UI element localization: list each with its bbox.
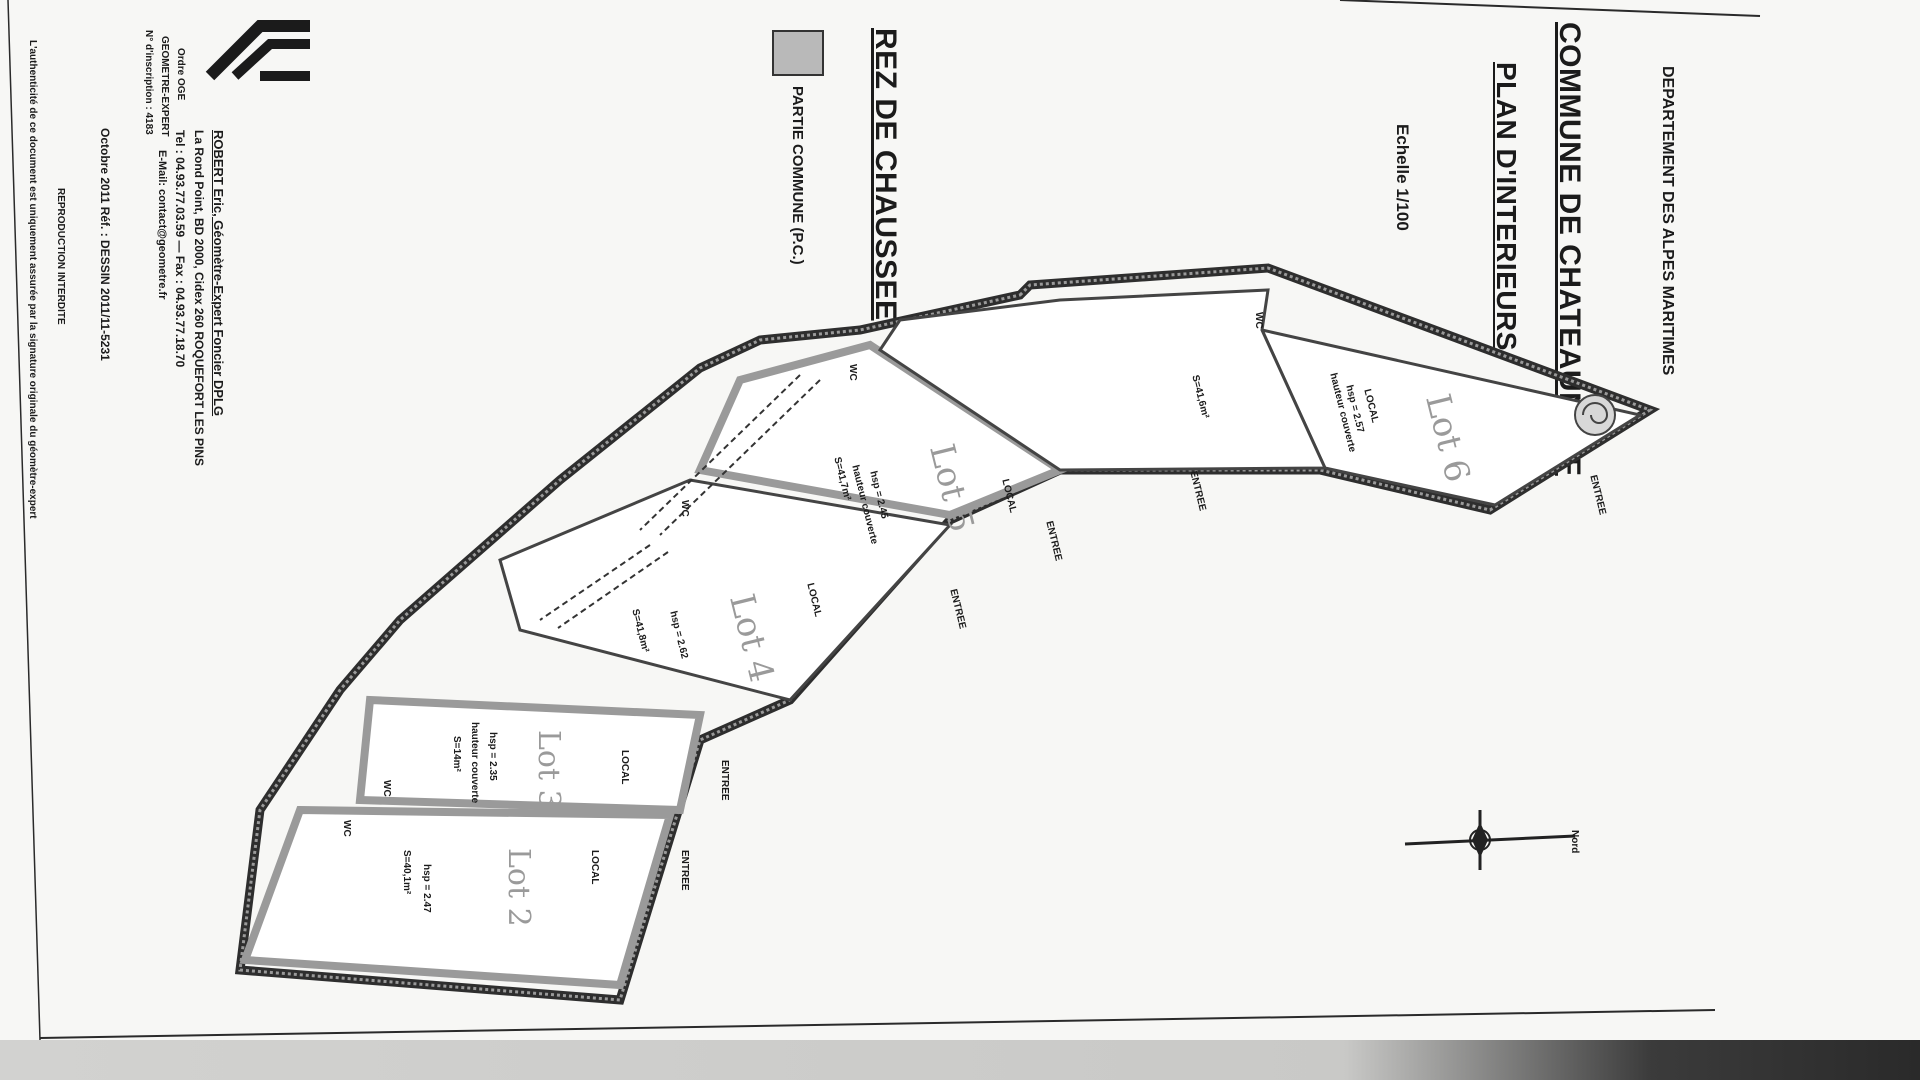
scan-background-edge: [0, 1040, 1920, 1080]
wc-label-lot-4: WC: [679, 500, 690, 517]
lot-3-surface: S=14m²: [451, 736, 462, 772]
lot-2-usage: LOCAL: [589, 850, 600, 885]
entrance-label-lot-2: ENTREE: [679, 850, 690, 891]
lot-3-hsp: hsp = 2.35: [487, 732, 498, 781]
lot-3-extra: hauteur couverte: [469, 722, 480, 804]
wc-label-lot-5: WC: [847, 364, 858, 381]
lot-2-surface: S=40,1m²: [401, 850, 412, 895]
wc-label-lot-6: WC: [1253, 312, 1264, 329]
lot-2-hsp: hsp = 2.47: [421, 864, 432, 913]
wc-label-lot-3: WC: [381, 780, 392, 797]
lot-2-label: Lot 2: [501, 848, 536, 927]
common-part-legend-swatch: [772, 30, 824, 76]
surveyor-logo-icon: [205, 20, 310, 81]
lot-3-usage: LOCAL: [619, 750, 630, 785]
lot-3-label: Lot 3: [531, 730, 566, 809]
entrance-label-lot-3: ENTREE: [719, 760, 730, 801]
wc-label-lot-2: WC: [341, 820, 352, 837]
compass-north-label: Nord: [1569, 830, 1580, 854]
